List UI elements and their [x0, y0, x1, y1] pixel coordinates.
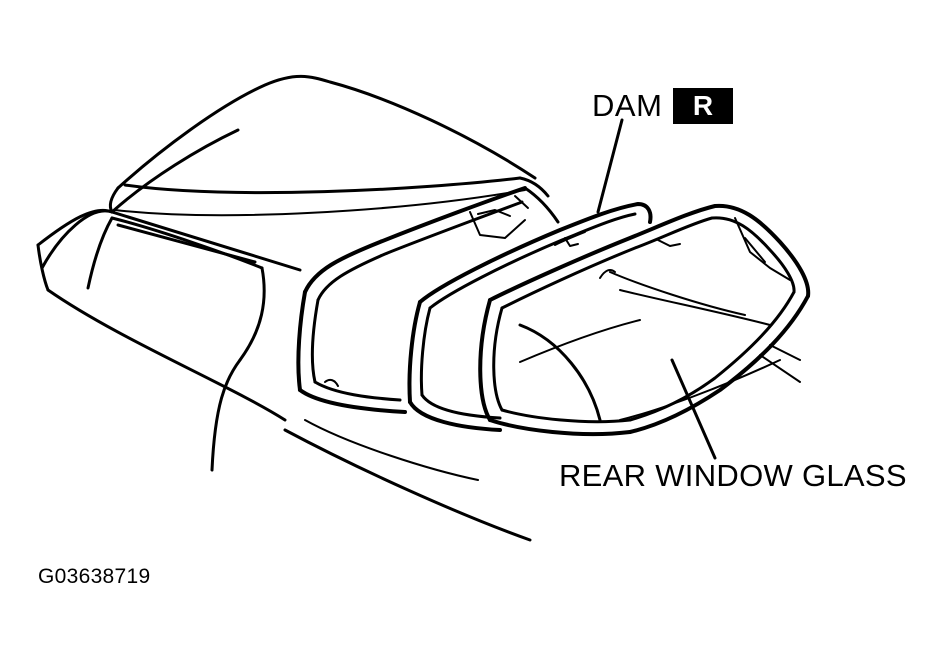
rear-opening-frame [296, 186, 560, 414]
figure-id: G03638719 [38, 565, 151, 588]
side-window [110, 210, 302, 272]
leader-lines [518, 118, 717, 460]
car-body [36, 208, 532, 542]
rear-window-glass-label: REAR WINDOW GLASS [559, 458, 907, 493]
glass-leader-line-1 [670, 358, 717, 460]
dam-seal [407, 202, 653, 432]
rear-window-glass [478, 203, 811, 437]
roof-panel [108, 74, 550, 217]
dam-replace-badge: R [673, 88, 733, 124]
dam-leader-line [596, 118, 624, 214]
dam-label: DAM [592, 88, 663, 123]
glass-leader-line-2 [518, 323, 602, 422]
rear-deck [519, 319, 801, 421]
